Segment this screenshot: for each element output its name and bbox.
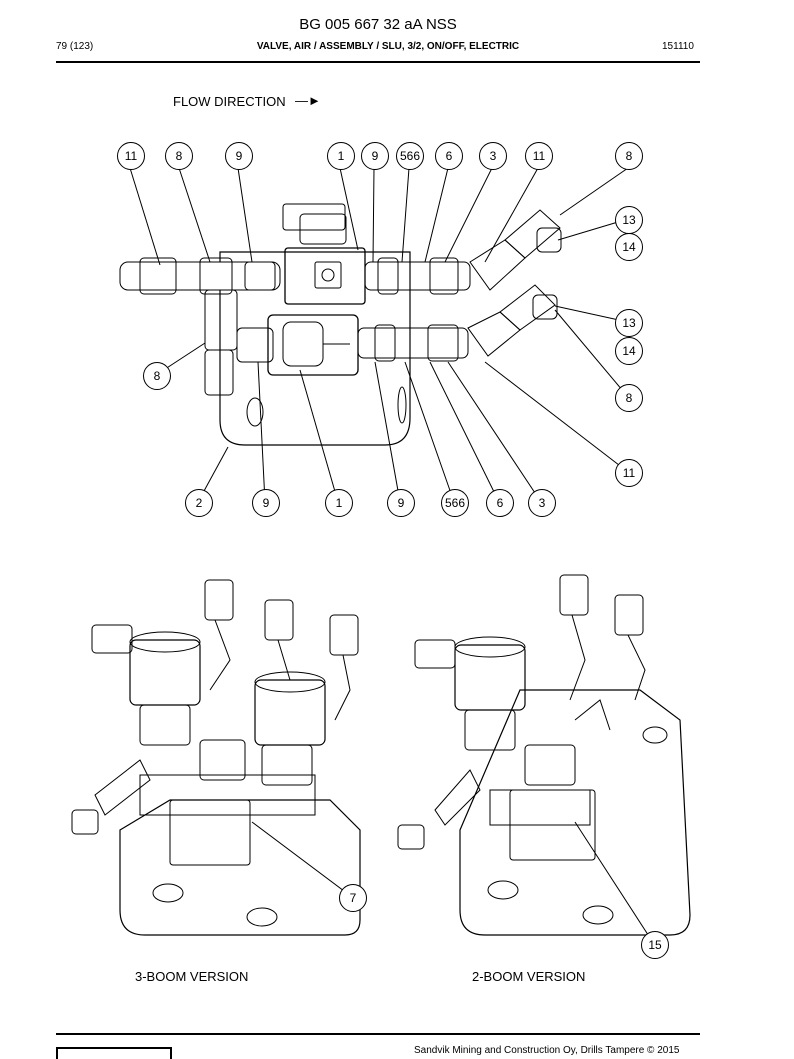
- callout-11: 11: [615, 459, 643, 487]
- callout-8: 8: [165, 142, 193, 170]
- callout-566: 566: [396, 142, 424, 170]
- callout-3: 3: [528, 489, 556, 517]
- callout-13: 13: [615, 206, 643, 234]
- callout-6: 6: [486, 489, 514, 517]
- callout-9: 9: [252, 489, 280, 517]
- callout-9: 9: [387, 489, 415, 517]
- two-boom-caption: 2-BOOM VERSION: [472, 969, 586, 984]
- sandvik-logo-icon: [56, 1047, 172, 1059]
- callout-8: 8: [143, 362, 171, 390]
- copyright-text: Sandvik Mining and Construction Oy, Dril…: [414, 1045, 680, 1056]
- header-divider: [56, 61, 700, 63]
- callout-15: 15: [641, 931, 669, 959]
- document-title: BG 005 667 32 aA NSS: [299, 16, 457, 33]
- callout-14: 14: [615, 233, 643, 261]
- callout-13: 13: [615, 309, 643, 337]
- callout-11: 11: [117, 142, 145, 170]
- date-code: 151110: [662, 41, 694, 52]
- callout-1: 1: [327, 142, 355, 170]
- callout-8: 8: [615, 142, 643, 170]
- callout-11: 11: [525, 142, 553, 170]
- flow-direction-arrow-icon: —►: [295, 93, 321, 108]
- callout-566: 566: [441, 489, 469, 517]
- callout-6: 6: [435, 142, 463, 170]
- top-view-assembly: [119, 203, 562, 446]
- page-number: 79 (123): [56, 41, 94, 52]
- callout-7: 7: [339, 884, 367, 912]
- callout-8: 8: [615, 384, 643, 412]
- isometric-three-boom-assembly: [71, 579, 361, 936]
- three-boom-caption: 3-BOOM VERSION: [135, 969, 249, 984]
- part-description: VALVE, AIR / ASSEMBLY / SLU, 3/2, ON/OFF…: [256, 41, 520, 52]
- callout-3: 3: [479, 142, 507, 170]
- isometric-two-boom-assembly: [397, 574, 691, 936]
- flow-direction-label: FLOW DIRECTION: [173, 94, 286, 109]
- callout-1: 1: [325, 489, 353, 517]
- callout-2: 2: [185, 489, 213, 517]
- callout-9: 9: [225, 142, 253, 170]
- footer-divider: [56, 1033, 700, 1035]
- callout-14: 14: [615, 337, 643, 365]
- callout-9: 9: [361, 142, 389, 170]
